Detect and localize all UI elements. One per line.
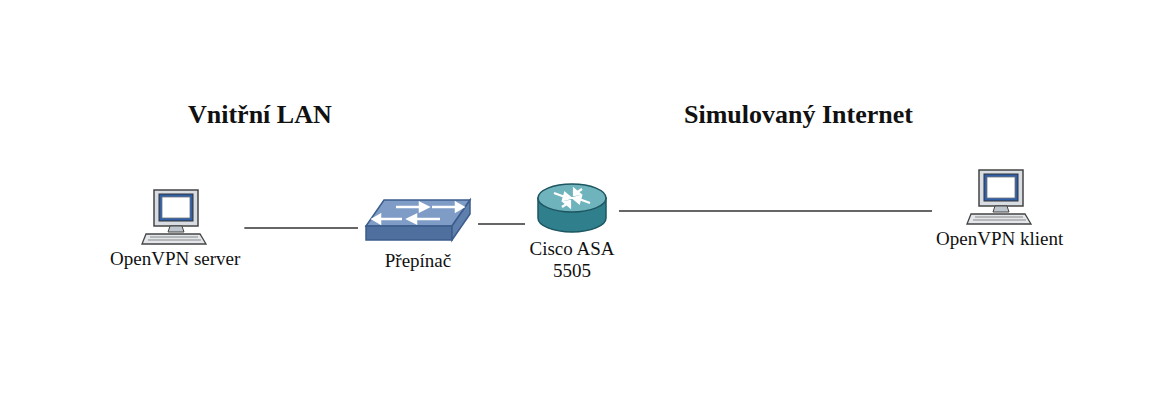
device-label: Přepínač	[362, 250, 474, 272]
device-label: Cisco ASA 5505	[529, 238, 615, 282]
switch-icon	[362, 194, 474, 250]
device-label: OpenVPN klient	[936, 228, 1063, 250]
internet-cloud	[596, 0, 1156, 382]
network-link	[478, 224, 525, 225]
lan-region: Vnitřní LAN OpenVPN server Přepínač	[0, 18, 606, 412]
computer-icon	[140, 186, 210, 248]
internet-region: Simulovaný InternetOpenVPN klient	[596, 0, 1156, 382]
device-label: OpenVPN server	[110, 248, 240, 270]
router-node: Cisco ASA 5505	[525, 180, 619, 282]
network-link	[244, 228, 358, 229]
region-title: Simulovaný Internet	[684, 100, 913, 130]
router-icon	[534, 180, 610, 238]
computer-node: OpenVPN klient	[932, 166, 1067, 250]
network-link	[619, 211, 932, 212]
region-title: Vnitřní LAN	[188, 100, 332, 130]
computer-icon	[965, 166, 1035, 228]
switch-node: Přepínač	[358, 194, 478, 272]
lan-ellipse	[0, 18, 606, 412]
computer-node: OpenVPN server	[106, 186, 244, 270]
